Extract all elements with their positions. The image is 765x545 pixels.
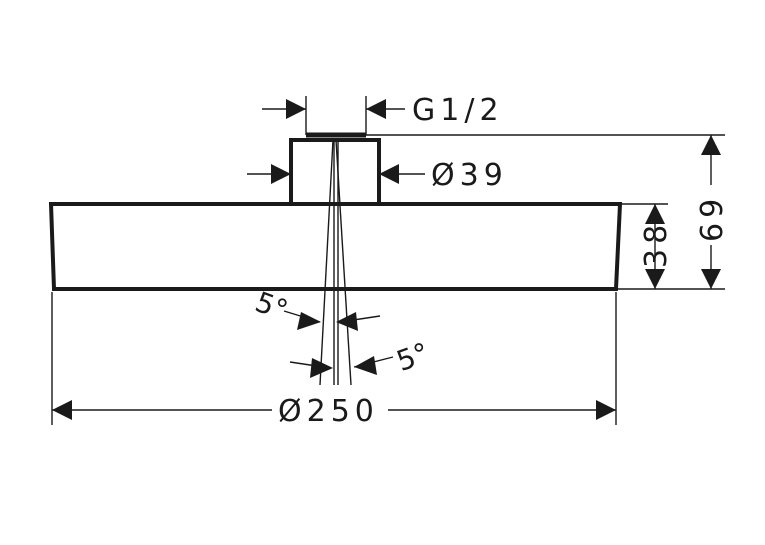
- angle-right-label: 5°: [392, 336, 433, 378]
- neck-outline: [289, 138, 381, 203]
- thread-dimension: G1/2: [262, 93, 504, 128]
- head-diameter-label: Ø250: [278, 394, 379, 429]
- angle-right-dimension: 5°: [289, 336, 433, 378]
- total-height-dimension: 69: [695, 135, 730, 289]
- head-disc-outline: [48, 202, 623, 291]
- head-height-dimension: 38: [639, 204, 674, 289]
- total-height-label: 69: [695, 194, 730, 242]
- neck-diameter-label: Ø39: [431, 158, 508, 193]
- neck-diameter-dimension: Ø39: [247, 158, 508, 193]
- angle-construction-lines: [319, 139, 352, 386]
- head-diameter-dimension: Ø250: [52, 394, 616, 429]
- extension-lines: [51, 96, 725, 425]
- shower-head-outline: [48, 132, 623, 291]
- head-height-label: 38: [639, 220, 674, 268]
- angle-left-dimension: 5°: [251, 285, 381, 331]
- angle-left-label: 5°: [251, 285, 292, 327]
- thread-label: G1/2: [412, 93, 504, 128]
